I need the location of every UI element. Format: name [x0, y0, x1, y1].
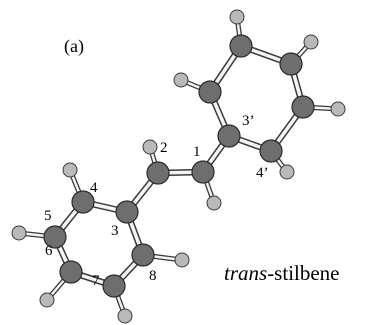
- atom-label-5: 5: [44, 208, 52, 224]
- atom-label-4: 4: [90, 180, 98, 196]
- hydrogen-atom-h1: [206, 195, 222, 211]
- atom-label-6: 6: [45, 243, 53, 259]
- hydrogen-atom-h5p: [330, 101, 346, 117]
- atoms-layer: [11, 9, 346, 324]
- hydrogen-atom-h2: [142, 139, 158, 155]
- hydrogen-atom-h8: [174, 252, 190, 268]
- atom-label-4-prime: 4’: [256, 165, 269, 181]
- panel-label: (a): [64, 36, 84, 57]
- carbon-atom-c8p: [198, 80, 222, 104]
- caption-italic: trans: [224, 261, 267, 285]
- hydrogen-atom-h6p: [303, 34, 319, 50]
- hydrogen-atom-h4p: [279, 164, 295, 180]
- carbon-atom-c3: [115, 200, 139, 224]
- hydrogen-atom-h6: [39, 292, 55, 308]
- carbon-atom-c7: [102, 274, 126, 298]
- caption-rest: -stilbene: [267, 261, 339, 285]
- hydrogen-atom-h4: [62, 162, 78, 178]
- carbon-atom-c5p: [291, 95, 315, 119]
- hydrogen-atom-h7p: [229, 9, 245, 25]
- carbon-atom-c7p: [229, 34, 253, 58]
- carbon-atom-c3p: [217, 124, 241, 148]
- hydrogen-atom-h5: [11, 225, 27, 241]
- molecule-caption: trans-stilbene: [224, 261, 340, 285]
- carbon-atom-c6: [59, 260, 83, 284]
- carbon-atom-c5: [43, 225, 67, 249]
- atom-label-8: 8: [149, 268, 157, 284]
- atom-label-3: 3: [111, 223, 119, 239]
- hydrogen-atom-h8p: [173, 72, 189, 88]
- hydrogen-atom-h7: [117, 308, 133, 324]
- carbon-atom-c8: [131, 243, 155, 267]
- carbon-atom-c1: [191, 160, 215, 184]
- carbon-atom-c4p: [259, 139, 283, 163]
- carbon-atom-c4: [71, 190, 95, 214]
- carbon-atom-c2: [146, 161, 170, 185]
- atom-label-3-prime: 3’: [242, 113, 255, 129]
- atom-label-1: 1: [193, 144, 201, 160]
- atom-label-7: 7: [92, 273, 100, 289]
- atom-label-2: 2: [160, 140, 168, 156]
- carbon-atom-c6p: [279, 52, 303, 76]
